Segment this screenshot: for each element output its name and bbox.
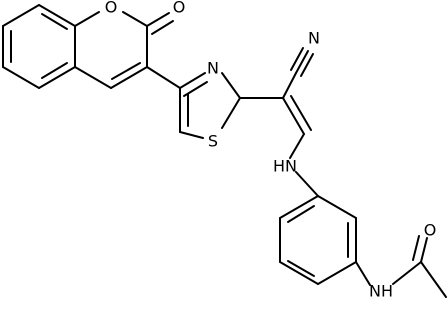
bond [287, 205, 315, 223]
bond [289, 133, 305, 159]
bond [74, 66, 112, 89]
bond [110, 66, 148, 89]
bond [355, 261, 371, 286]
bond [300, 53, 314, 77]
bond [221, 72, 241, 99]
bond [2, 66, 40, 89]
bond [38, 4, 76, 27]
amide-oxygen-label: O [424, 221, 437, 240]
bond [317, 195, 357, 219]
bond [74, 11, 100, 27]
bond [279, 195, 319, 219]
bond [317, 261, 357, 285]
bond [111, 62, 141, 80]
coumarin-benzene-ring [2, 4, 76, 89]
bond [295, 171, 319, 197]
bond [290, 95, 312, 131]
bond [412, 235, 420, 261]
bond [41, 13, 68, 30]
bond [146, 66, 181, 89]
acetamide-group [355, 235, 447, 298]
phenylene-ring [279, 195, 357, 285]
bond [295, 50, 309, 74]
bond [282, 97, 305, 135]
cyanovinyl-group [282, 47, 314, 159]
coumarin-pyranone-ring [74, 11, 174, 89]
bond [282, 72, 297, 99]
bond [392, 261, 422, 285]
bond [146, 12, 170, 27]
bond [287, 260, 315, 277]
bond [151, 20, 174, 35]
bond [2, 4, 40, 27]
bond [221, 97, 241, 129]
bond [290, 47, 304, 71]
bond [41, 62, 68, 79]
carbonyl-oxygen-label: O [173, 0, 186, 17]
ring-oxygen-label: O [105, 0, 118, 17]
bond [420, 261, 447, 298]
enamine-nh-label: HN [273, 157, 297, 176]
nitrile-nitrogen-label: N [308, 29, 320, 48]
bond [279, 261, 319, 285]
thiazole-nitrogen-label: N [207, 59, 219, 78]
thiazole-ring [179, 72, 241, 139]
bond [420, 237, 428, 263]
bond [122, 11, 148, 27]
bond [179, 131, 204, 139]
bond [38, 66, 76, 89]
thiazole-sulfur-label: S [208, 132, 218, 151]
bond [179, 72, 206, 89]
amide-nh-label: NH [369, 282, 393, 301]
